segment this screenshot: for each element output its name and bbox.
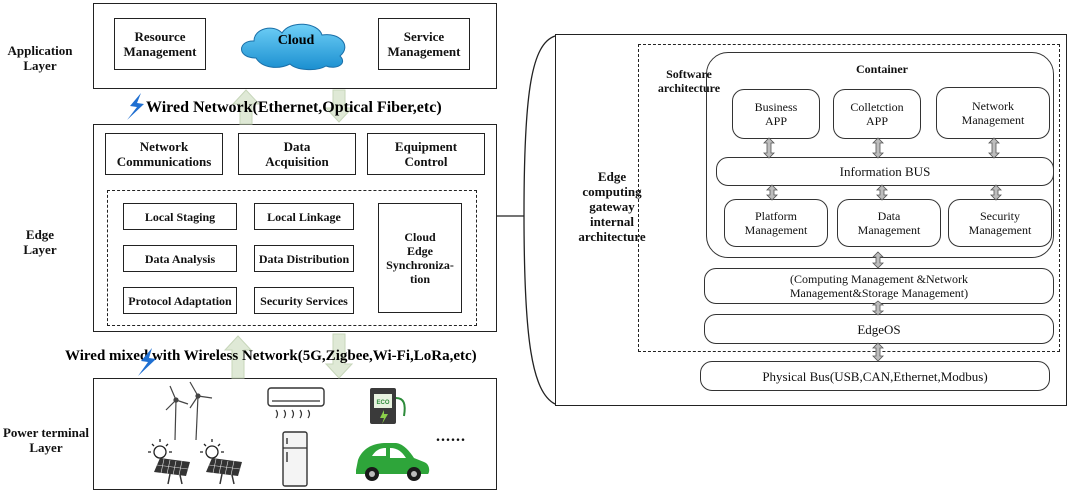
platform-management-box: Platform Management — [724, 199, 828, 247]
double-arrow-icon — [990, 184, 1002, 201]
double-arrow-icon — [872, 251, 884, 269]
double-arrow-icon — [872, 342, 884, 362]
computing-management-box: (Computing Management &Network Managemen… — [704, 268, 1054, 304]
double-arrow-icon — [766, 184, 778, 201]
lightning-icon — [127, 93, 144, 120]
down-arrow-icon — [324, 89, 354, 123]
double-arrow-icon — [988, 137, 1000, 159]
application-layer-label: Application Layer — [7, 43, 73, 73]
gateway-title: Edge computing gateway internal architec… — [578, 168, 646, 244]
information-bus-box: Information BUS — [716, 157, 1054, 186]
edge-services-dashed-group — [107, 190, 477, 326]
cloud-icon — [241, 23, 346, 71]
data-acquisition-box: Data Acquisition — [238, 133, 356, 175]
service-management-box: Service Management — [378, 18, 470, 70]
data-management-box: Data Management — [837, 199, 941, 247]
physical-bus-box: Physical Bus(USB,CAN,Ethernet,Modbus) — [700, 361, 1050, 391]
power-terminal-layer-label: Power terminal Layer — [2, 425, 90, 455]
software-architecture-label: Software architecture — [657, 67, 721, 95]
double-arrow-icon — [872, 137, 884, 159]
refrigerator-icon — [282, 431, 308, 487]
double-arrow-icon — [871, 300, 885, 316]
network-arrows-top — [231, 89, 354, 125]
network-communications-box: Network Communications — [105, 133, 223, 175]
mixed-network-label: Wired mixed with Wireless Network(5G,Zig… — [65, 348, 477, 364]
business-app-box: Business APP — [732, 89, 820, 139]
wind-turbine-icon — [165, 381, 213, 441]
edge-layer-label: Edge Layer — [23, 227, 57, 257]
local-staging-box: Local Staging — [123, 203, 237, 230]
electric-car-icon — [356, 443, 430, 481]
up-arrow-icon — [223, 335, 253, 379]
lightning-icon — [138, 348, 156, 376]
eco-label: ECO — [376, 400, 389, 406]
container-label: Container — [856, 62, 908, 76]
cloud-edge-sync-box: Cloud Edge Synchroniza- tion — [378, 203, 462, 313]
ev-charger-icon: ECO — [370, 388, 406, 424]
solar-panel-icon — [200, 439, 242, 485]
data-analysis-box: Data Analysis — [123, 245, 237, 272]
more-devices-ellipsis: ...... — [436, 428, 466, 445]
security-management-box: Security Management — [948, 199, 1052, 247]
data-distribution-box: Data Distribution — [254, 245, 354, 272]
double-arrow-icon — [763, 137, 775, 159]
double-arrow-icon — [876, 184, 888, 201]
up-arrow-icon — [231, 89, 261, 125]
wired-network-label: Wired Network(Ethernet,Optical Fiber,etc… — [146, 99, 442, 116]
network-arrows-bottom — [223, 333, 354, 379]
equipment-control-box: Equipment Control — [367, 133, 485, 175]
bracket-connector — [523, 35, 556, 405]
down-arrow-icon — [324, 333, 354, 379]
solar-panel-icon — [148, 439, 190, 485]
bus-connectors — [763, 137, 1002, 362]
protocol-adaptation-box: Protocol Adaptation — [123, 287, 237, 314]
resource-management-box: Resource Management — [114, 18, 206, 70]
collection-app-box: Colletction APP — [833, 89, 921, 139]
cloud-label: Cloud — [278, 33, 315, 48]
software-architecture-dashed — [638, 44, 1060, 352]
local-linkage-box: Local Linkage — [254, 203, 354, 230]
security-services-box: Security Services — [254, 287, 354, 314]
air-conditioner-icon — [267, 387, 325, 419]
